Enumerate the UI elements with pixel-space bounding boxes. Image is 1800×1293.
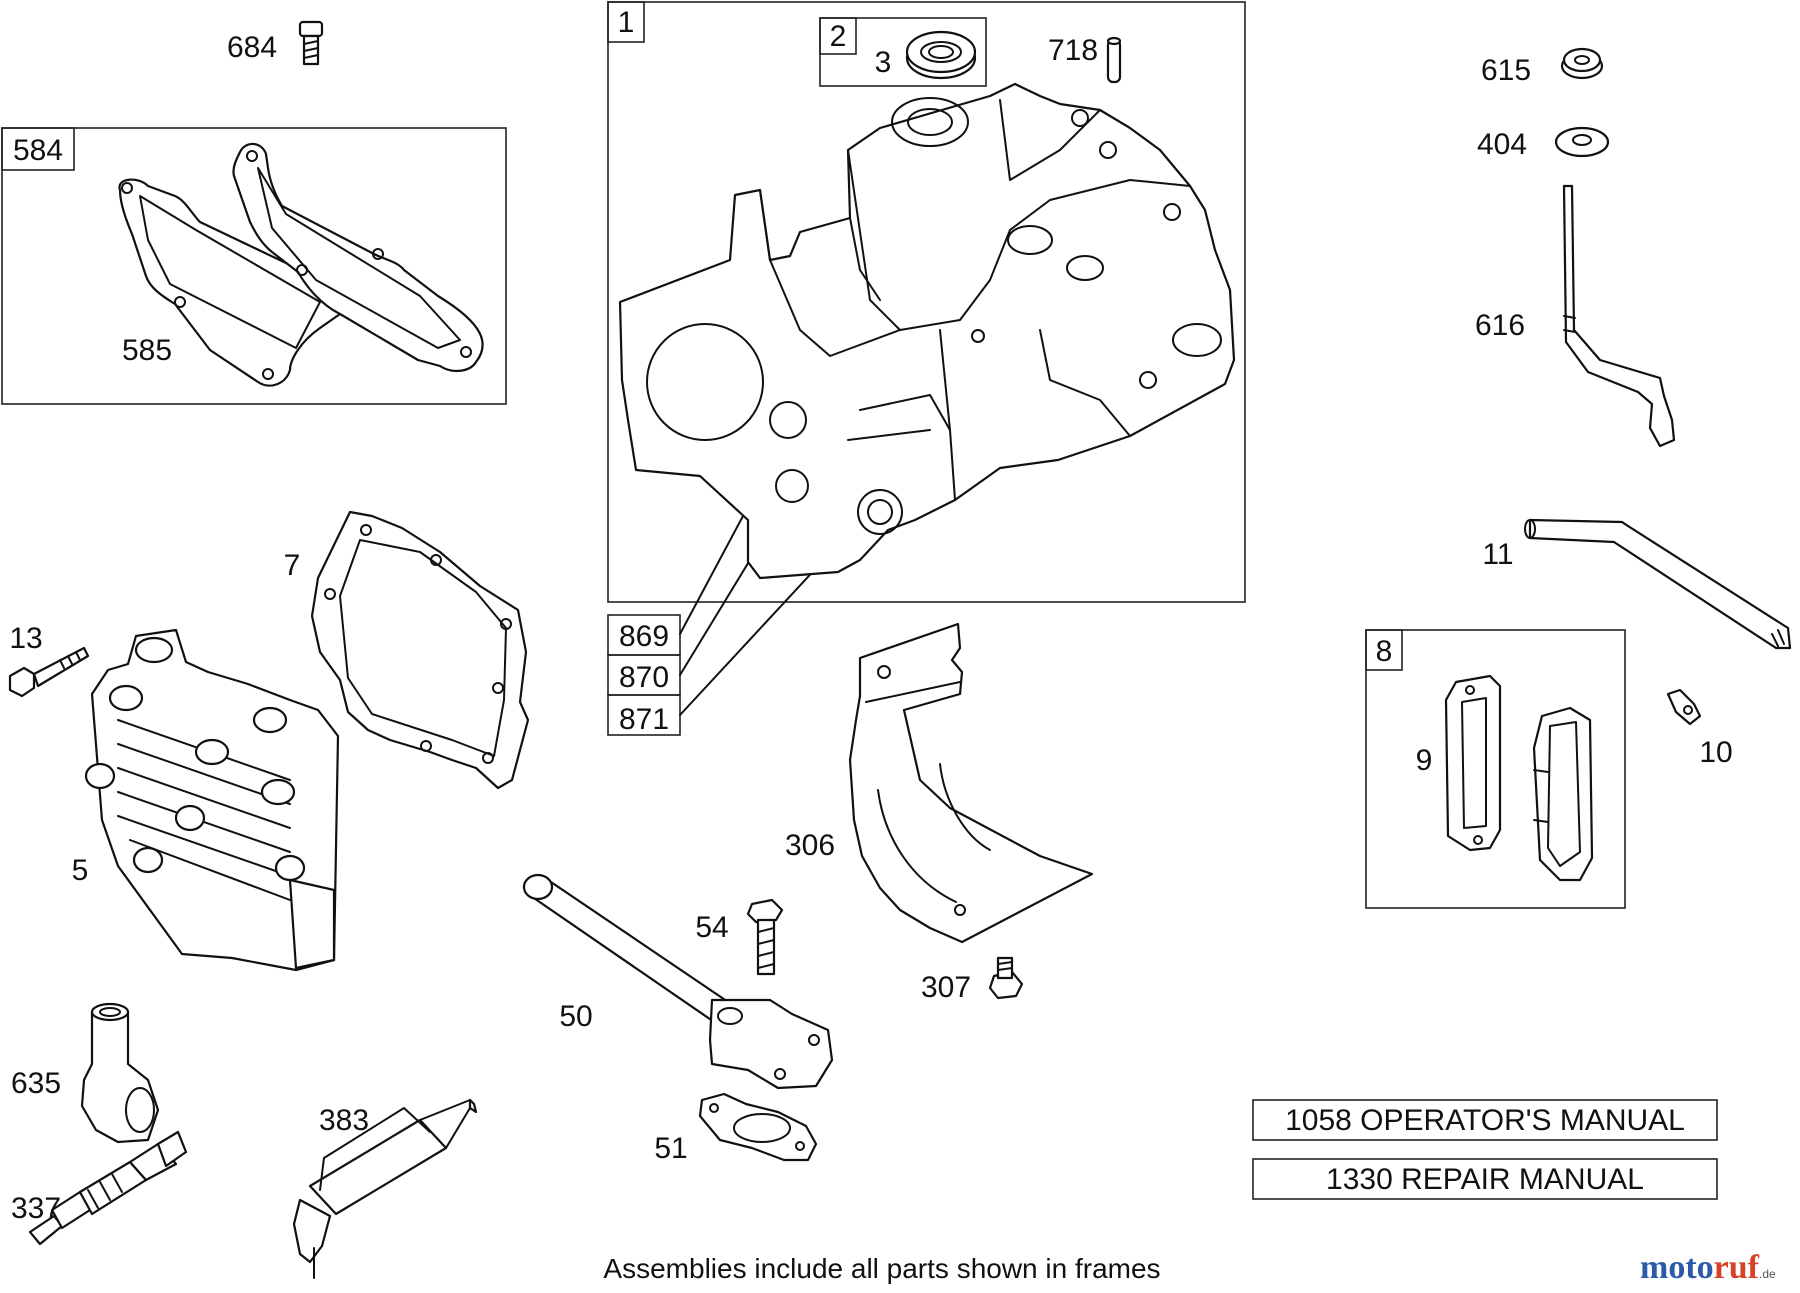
frame-2: 2 bbox=[819, 17, 987, 87]
head-gasket-7 bbox=[310, 510, 530, 790]
tool-383 bbox=[292, 1098, 478, 1279]
watermark-logo: motoruf.de bbox=[1640, 1249, 1776, 1286]
seal-3 bbox=[905, 30, 977, 80]
gasket-51 bbox=[698, 1092, 818, 1162]
callout-9: 9 bbox=[1416, 744, 1433, 777]
svg-text:motoruf.de: motoruf.de bbox=[1640, 1249, 1776, 1286]
watermark-suffix: .de bbox=[1759, 1267, 1776, 1281]
manual-repair: 1330 REPAIR MANUAL bbox=[1252, 1158, 1718, 1200]
label-2: 2 bbox=[830, 20, 847, 53]
callout-5: 5 bbox=[72, 854, 89, 887]
frame-1: 1 bbox=[607, 1, 1246, 603]
callout-labels: 684 585 3 718 615 404 616 11 7 13 5 306 … bbox=[9, 31, 1732, 1225]
gasket-9 bbox=[1444, 674, 1502, 852]
callout-51: 51 bbox=[654, 1132, 687, 1165]
callout-615: 615 bbox=[1481, 54, 1531, 87]
bolt-684 bbox=[298, 20, 324, 66]
fitting-10 bbox=[1666, 688, 1702, 726]
frame-8: 8 bbox=[1365, 629, 1626, 909]
callout-11: 11 bbox=[1482, 538, 1513, 571]
breather-cover-8 bbox=[1532, 706, 1594, 882]
watermark-brand-a: moto bbox=[1640, 1249, 1714, 1286]
manual-operator: 1058 OPERATOR'S MANUAL bbox=[1252, 1099, 1718, 1141]
tube-50 bbox=[522, 873, 834, 1090]
callout-306: 306 bbox=[785, 829, 835, 862]
manual-operator-label: 1058 OPERATOR'S MANUAL bbox=[1285, 1104, 1685, 1137]
cylinder-head-5 bbox=[84, 628, 340, 972]
gasket-585 bbox=[118, 142, 484, 387]
label-870: 870 bbox=[619, 661, 669, 694]
callout-616: 616 bbox=[1475, 309, 1525, 342]
callout-3: 3 bbox=[875, 46, 892, 79]
callout-307: 307 bbox=[921, 971, 971, 1004]
boot-635 bbox=[80, 1002, 160, 1144]
label-8: 8 bbox=[1376, 635, 1393, 668]
label-869: 869 bbox=[619, 620, 669, 653]
spark-plug-337 bbox=[28, 1130, 188, 1246]
bolt-54 bbox=[746, 898, 784, 976]
label-871: 871 bbox=[619, 703, 669, 736]
bolt-307 bbox=[988, 956, 1024, 1000]
pin-718 bbox=[1106, 36, 1122, 84]
callout-10: 10 bbox=[1699, 736, 1732, 769]
rod-11 bbox=[1524, 518, 1792, 650]
callout-718: 718 bbox=[1048, 34, 1098, 67]
callout-54: 54 bbox=[695, 911, 728, 944]
callout-50: 50 bbox=[559, 1000, 592, 1033]
washer-404 bbox=[1554, 126, 1610, 158]
baffle-306 bbox=[848, 622, 1094, 944]
callout-684: 684 bbox=[227, 31, 277, 64]
callout-383: 383 bbox=[319, 1104, 369, 1137]
link-616 bbox=[1562, 184, 1676, 448]
crankcase-block bbox=[618, 82, 1236, 580]
callout-337: 337 bbox=[11, 1192, 61, 1225]
label-584: 584 bbox=[13, 134, 63, 167]
callout-585: 585 bbox=[122, 334, 172, 367]
manual-repair-label: 1330 REPAIR MANUAL bbox=[1326, 1163, 1644, 1196]
callout-404: 404 bbox=[1477, 128, 1527, 161]
nut-615 bbox=[1560, 47, 1604, 80]
label-1: 1 bbox=[618, 6, 635, 39]
callout-635: 635 bbox=[11, 1067, 61, 1100]
caption: Assemblies include all parts shown in fr… bbox=[603, 1253, 1160, 1284]
watermark-brand-b: ruf bbox=[1714, 1249, 1760, 1286]
callout-7: 7 bbox=[284, 549, 301, 582]
callout-13: 13 bbox=[9, 622, 42, 655]
bolt-13 bbox=[8, 646, 90, 698]
frame-584: 584 bbox=[1, 127, 507, 405]
